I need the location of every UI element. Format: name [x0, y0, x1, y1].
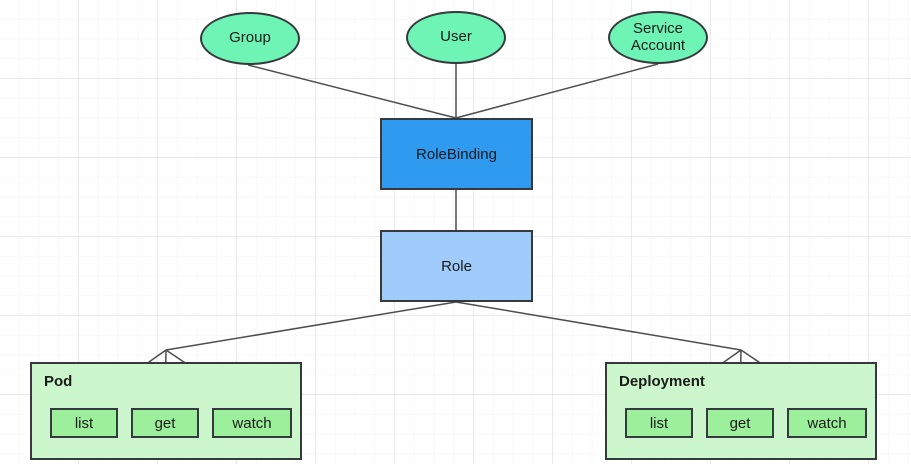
verb-pod-watch[interactable]: watch — [212, 408, 292, 438]
verb-deployment-get[interactable]: get — [706, 408, 774, 438]
node-service-account-label: Service Account — [630, 19, 686, 54]
verb-pod-list[interactable]: list — [50, 408, 118, 438]
verb-pod-list-label: list — [74, 414, 94, 432]
verb-pod-get-label: get — [154, 414, 176, 432]
verb-deployment-get-label: get — [729, 414, 751, 432]
node-group-label: Group — [229, 29, 271, 47]
verb-deployment-list[interactable]: list — [625, 408, 693, 438]
node-rolebinding-label: RoleBinding — [416, 145, 497, 163]
group-deployment-title: Deployment — [619, 373, 705, 390]
node-user-label: User — [440, 28, 472, 46]
edge-role-to-deployment — [455, 301, 742, 351]
edge-serviceaccount-to-rolebinding — [455, 63, 659, 119]
node-role[interactable]: Role — [380, 230, 533, 302]
node-user[interactable]: User — [406, 11, 506, 64]
verb-pod-get[interactable]: get — [131, 408, 199, 438]
verb-deployment-list-label: list — [649, 414, 669, 432]
node-service-account[interactable]: Service Account — [608, 11, 708, 64]
node-rolebinding[interactable]: RoleBinding — [380, 118, 533, 190]
verb-deployment-watch-label: watch — [807, 414, 847, 432]
edge-role-to-pod — [165, 301, 457, 351]
group-pod-title: Pod — [44, 373, 73, 390]
edge-group-to-rolebinding — [247, 64, 457, 119]
node-role-label: Role — [441, 257, 472, 275]
verb-pod-watch-label: watch — [232, 414, 272, 432]
verb-deployment-watch[interactable]: watch — [787, 408, 867, 438]
node-group[interactable]: Group — [200, 12, 300, 65]
